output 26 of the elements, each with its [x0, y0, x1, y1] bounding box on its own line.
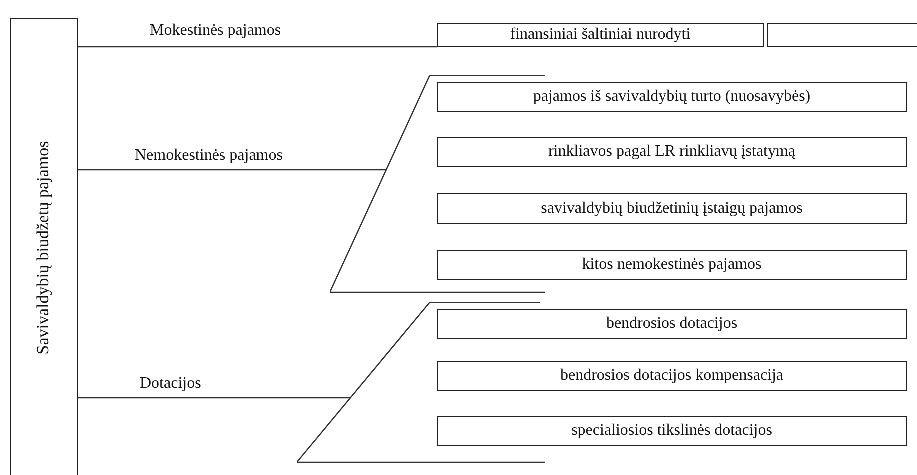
item-box — [437, 361, 907, 391]
item-box — [437, 23, 764, 47]
box-text: rinkliavos pagal LR rinkliavų įstatymą — [548, 143, 796, 161]
box-text: bendrosios dotacijos — [606, 315, 738, 333]
box-text: kitos nemokestinės pajamos — [582, 256, 762, 274]
item-box — [437, 416, 907, 446]
bracket — [297, 302, 545, 463]
category-box — [10, 18, 78, 475]
edge-label: Nemokestinės pajamos — [135, 147, 283, 165]
box-text: savivaldybių biudžetinių įstaigų pajamos — [541, 200, 803, 218]
edge-label: Dotacijos — [140, 375, 202, 393]
box-text: bendrosios dotacijos kompensacija — [560, 367, 784, 385]
edge-label: Mokestinės pajamos — [150, 22, 282, 40]
item-box — [437, 250, 907, 280]
connector-line — [78, 46, 437, 48]
empty-box — [767, 23, 917, 47]
connector-line — [78, 169, 386, 171]
connector-line — [78, 397, 350, 399]
item-box — [437, 137, 907, 167]
box-text: specialiosios tikslinės dotacijos — [572, 422, 772, 440]
item-box — [437, 82, 907, 112]
item-box — [437, 193, 907, 224]
box-text: finansiniai šaltiniai nurodyti — [510, 26, 691, 44]
item-box — [437, 309, 907, 339]
box-text: Savivaldybių biudžetų pajamos — [34, 141, 54, 355]
box-text: pajamos iš savivaldybių turto (nuosavybės) — [533, 88, 811, 106]
